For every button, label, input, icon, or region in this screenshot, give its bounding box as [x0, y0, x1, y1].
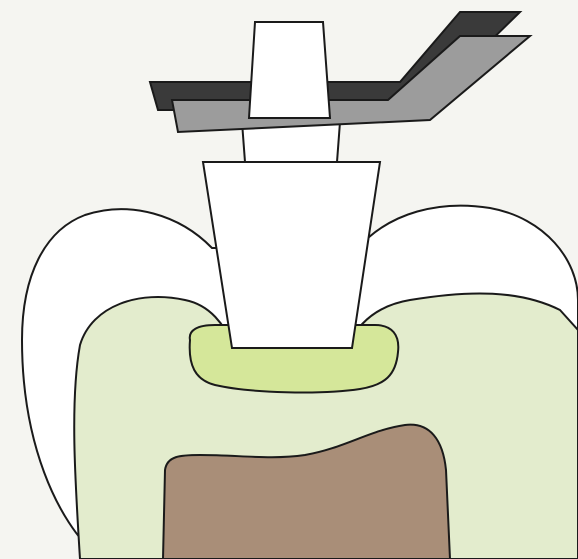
- inlay-grip-tab: [249, 22, 330, 118]
- inlay-restoration: [203, 162, 380, 348]
